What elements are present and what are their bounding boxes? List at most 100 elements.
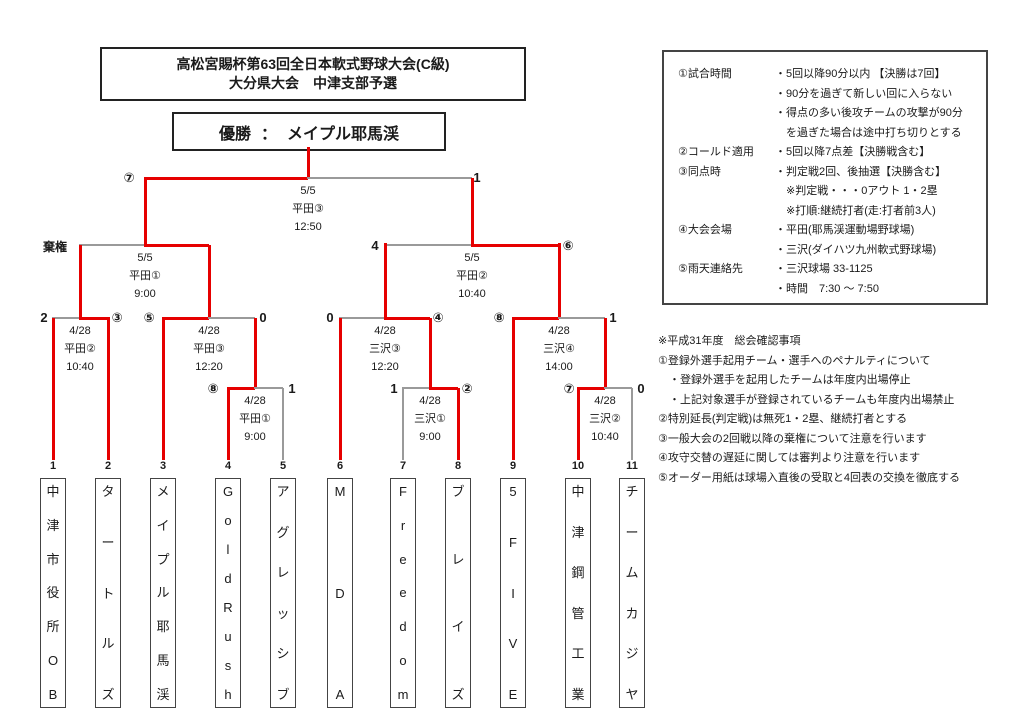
- qf3-to-sf2-line: [383, 243, 387, 319]
- r1b-score-right: ②: [461, 381, 473, 396]
- team11-line: [631, 388, 633, 460]
- sf2-left-line: [384, 244, 472, 246]
- qf4-time: 14:00: [545, 361, 573, 373]
- qf3-date: 4/28: [374, 325, 396, 337]
- qf3-venue: 三沢③: [369, 343, 401, 355]
- r1c-right-line: [604, 387, 632, 389]
- sf2-score-left: 4: [371, 238, 379, 253]
- qf4-right-line: [558, 317, 605, 319]
- team8-name-box: ブレイズ: [445, 478, 471, 708]
- rule-text: ※打順:継続打者(走:打者前3人): [775, 204, 936, 217]
- r1b-time: 9:00: [419, 431, 441, 443]
- r1a-to-qf2-line: [253, 318, 257, 389]
- tournament-title-box: 高松宮賜杯第63回全日本軟式野球大会(C級) 大分県大会 中津支部予選: [100, 47, 526, 101]
- r1c-venue: 三沢②: [589, 413, 621, 425]
- rule-label: ②コールド適用: [678, 146, 754, 158]
- rule-text: ・90分を過ぎて新しい回に入らない: [775, 87, 953, 100]
- rule-text: ・5回以降7点差【決勝戦含む】: [775, 146, 931, 158]
- final-match-label: 5/5 平田③ 12:50: [258, 182, 358, 236]
- qf3-time: 12:20: [371, 361, 399, 373]
- r1c-score-left: ⑦: [563, 381, 575, 396]
- r1b-date: 4/28: [419, 395, 441, 407]
- qf2-score-left: ⑤: [143, 310, 155, 325]
- team3-name-box: メイプル耶馬渓: [150, 478, 176, 708]
- rules-row: ※判定戦・・・0アウト 1・2塁: [678, 182, 978, 202]
- r1c-match-label: 4/28 三沢② 10:40: [555, 392, 655, 446]
- qf3-score-right: ④: [432, 310, 444, 325]
- qf2-venue: 平田③: [193, 343, 225, 355]
- team10-line: [576, 388, 580, 460]
- r1a-score-right: 1: [288, 381, 296, 396]
- team10-name-box: 中津鋼管工業: [565, 478, 591, 708]
- rule-text: ・時間 7:30 ～ 7:50: [775, 282, 879, 295]
- r1a-match-label: 4/28 平田① 9:00: [205, 392, 305, 446]
- rule-label: ⑤雨天連絡先: [678, 263, 743, 275]
- qf4-date: 4/28: [548, 325, 570, 337]
- team11-number: 11: [626, 460, 638, 472]
- sf1-to-final-line: [143, 178, 147, 246]
- champion-name: メイプル耶馬渓: [287, 125, 400, 143]
- rules-row: を過ぎた場合は途中打ち切りとする: [678, 124, 978, 144]
- r1b-right-line: [428, 386, 458, 390]
- final-score-right: 1: [473, 170, 481, 185]
- team5-line: [282, 388, 284, 460]
- qf4-score-right: 1: [609, 310, 617, 325]
- qf1-to-sf1-line: [78, 245, 82, 319]
- team3-line: [161, 318, 165, 460]
- team5-number: 5: [279, 460, 287, 472]
- qf4-match-label: 4/28 三沢④ 14:00: [509, 322, 609, 376]
- qf4-score-left: ⑧: [493, 310, 505, 325]
- rules-row: ⑤雨天連絡先・三沢球場 33-1125: [678, 260, 978, 280]
- sf2-venue: 平田②: [456, 270, 488, 282]
- qf3-match-label: 4/28 三沢③ 12:20: [335, 322, 435, 376]
- sf1-date: 5/5: [137, 252, 153, 264]
- qf4-left-line: [511, 316, 559, 320]
- rule-label: [678, 124, 775, 144]
- final-time: 12:50: [294, 221, 322, 233]
- rules-row: ・得点の多い後攻チームの攻撃が90分: [678, 104, 978, 124]
- qf2-to-sf1-line: [207, 245, 211, 319]
- champion-label: 優勝: [218, 125, 251, 143]
- final-date: 5/5: [300, 185, 316, 197]
- sf2-right-line: [470, 243, 559, 247]
- team11-name-box: チームカジヤ: [619, 478, 645, 708]
- sf1-forfeit-label: 棄権: [42, 240, 68, 254]
- qf2-time: 12:20: [195, 361, 223, 373]
- r1a-score-left: ⑧: [207, 381, 219, 396]
- rules-row: ・三沢(ダイハツ九州軟式野球場): [678, 241, 978, 261]
- r1b-to-qf3-line: [428, 318, 432, 389]
- qf2-left-line: [161, 316, 209, 320]
- rules-row: ①試合時間・5回以降90分以内 【決勝は7回】: [678, 65, 978, 85]
- sf1-right-line: [143, 243, 209, 247]
- qf1-venue: 平田②: [64, 343, 96, 355]
- r1c-left-line: [576, 386, 605, 390]
- sf2-to-final-line: [470, 178, 474, 246]
- champion-box: 優勝 ： メイプル耶馬渓: [172, 112, 446, 151]
- team2-name-box: タートルズ: [95, 478, 121, 708]
- meeting-notes: ※平成31年度 総会確認事項 ①登録外選手起用チーム・選手へのペナルティについて…: [658, 332, 1018, 488]
- sf1-match-label: 5/5 平田① 9:00: [95, 249, 195, 303]
- final-winner-line: [143, 176, 308, 180]
- team5-name-box: アグレッシブ: [270, 478, 296, 708]
- notes-line: ⑤オーダー用紙は球場入直後の受取と4回表の交換を徹底する: [658, 471, 960, 484]
- rules-row: ④大会会場・平田(耶馬渓運動場野球場): [678, 221, 978, 241]
- qf4-venue: 三沢④: [543, 343, 575, 355]
- sf2-match-label: 5/5 平田② 10:40: [422, 249, 522, 303]
- team2-number: 2: [104, 460, 112, 472]
- r1a-venue: 平田①: [239, 413, 271, 425]
- r1c-time: 10:40: [591, 431, 619, 443]
- final-loser-line: [307, 177, 472, 179]
- qf2-right-line: [208, 317, 255, 319]
- team8-number: 8: [454, 460, 462, 472]
- rule-text: を過ぎた場合は途中打ち切りとする: [775, 126, 962, 139]
- team2-line: [106, 318, 110, 460]
- r1c-date: 4/28: [594, 395, 616, 407]
- rule-text: ・得点の多い後攻チームの攻撃が90分: [775, 107, 963, 119]
- rule-text: ・判定戦2回、後抽選【決勝含む】: [775, 165, 947, 178]
- qf2-date: 4/28: [198, 325, 220, 337]
- notes-heading: ※平成31年度 総会確認事項: [658, 335, 801, 347]
